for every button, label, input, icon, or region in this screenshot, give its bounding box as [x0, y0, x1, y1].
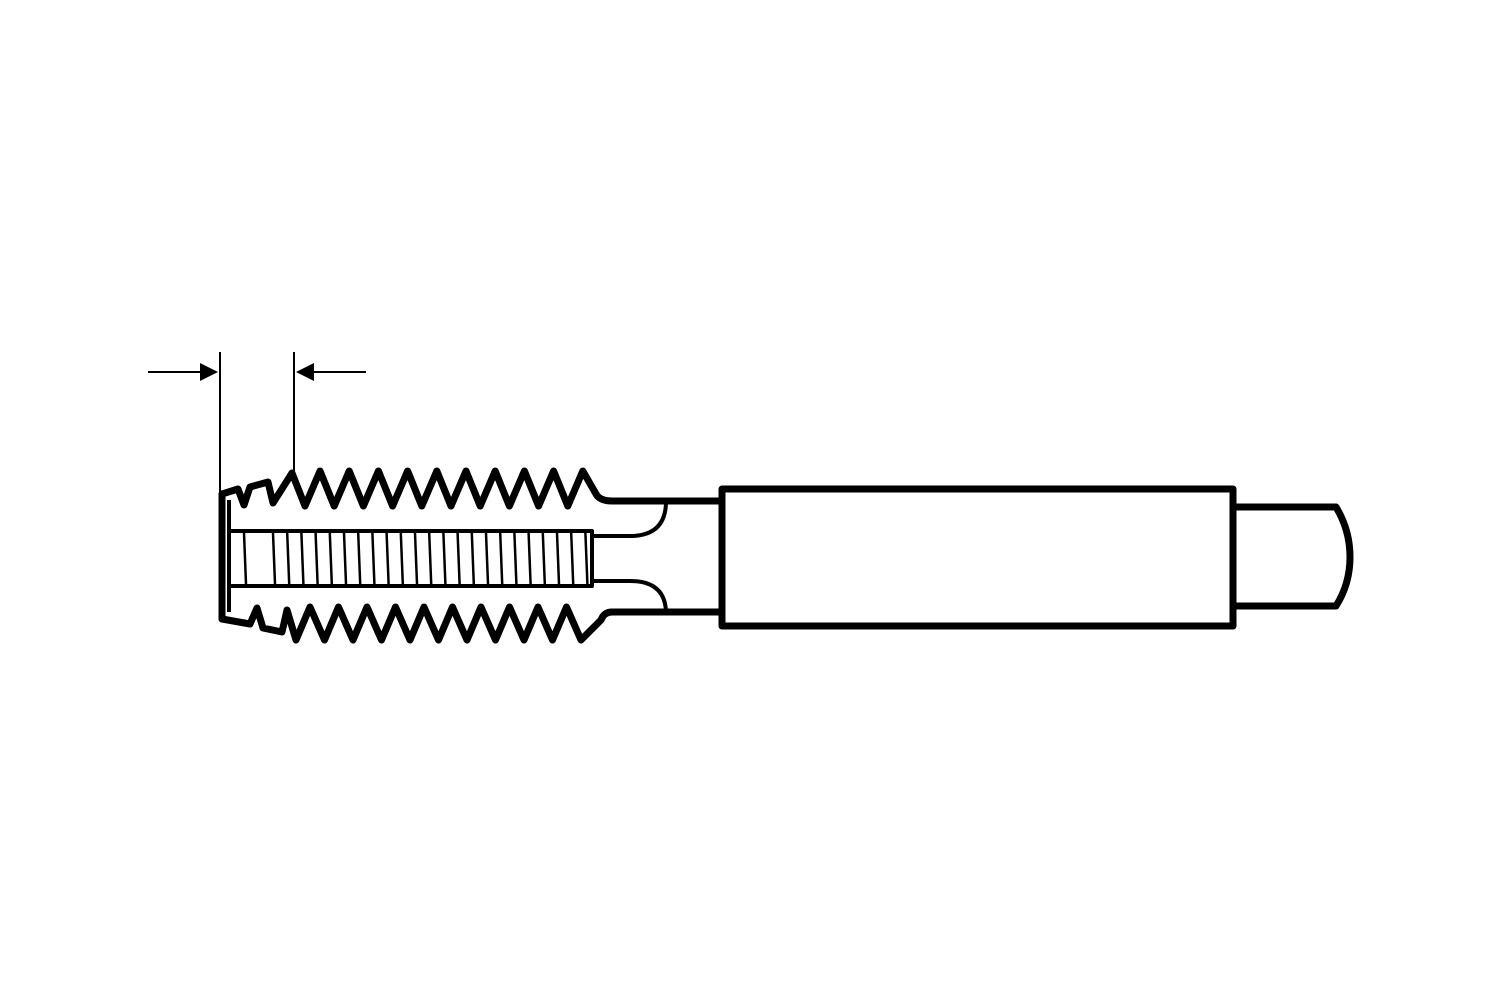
- flute-hatching: [242, 532, 589, 585]
- hatch-line: [342, 532, 348, 585]
- bottom-thread-profile: [218, 603, 616, 644]
- threaded-section: [218, 467, 668, 644]
- hatch-line: [527, 532, 532, 585]
- neck: [608, 497, 726, 616]
- top-thread-profile: [218, 467, 616, 510]
- hatch-line: [413, 532, 419, 585]
- hatch-line: [371, 532, 376, 585]
- flute-runout-bottom: [592, 579, 668, 613]
- hatch-line: [456, 532, 461, 585]
- hatch-line: [328, 532, 334, 585]
- hatch-line: [427, 532, 433, 585]
- flute: [227, 529, 594, 588]
- flute-runout-top: [592, 502, 668, 538]
- hatch-line: [399, 532, 405, 585]
- hatch-line: [300, 532, 305, 585]
- hatch-line: [513, 532, 518, 585]
- shank: [718, 485, 1237, 630]
- hatch-line: [498, 532, 504, 585]
- hatch-line: [584, 532, 589, 585]
- hatch-line: [285, 532, 291, 585]
- arrow-left-icon: [296, 363, 314, 381]
- hatch-line: [470, 532, 476, 585]
- hatch-line: [314, 532, 319, 585]
- hatch-line: [569, 532, 575, 585]
- hatch-line: [484, 532, 490, 585]
- hatch-line: [242, 532, 248, 585]
- hatch-line: [356, 532, 362, 585]
- hatch-line: [541, 532, 547, 585]
- arrow-right-icon: [200, 363, 218, 381]
- square-drive: [1229, 503, 1354, 610]
- hatch-line: [442, 532, 447, 585]
- dimension-chamfer-length: [148, 352, 366, 494]
- hatch-line: [271, 532, 277, 585]
- hatch-line: [385, 532, 390, 585]
- hatch-line: [555, 532, 561, 585]
